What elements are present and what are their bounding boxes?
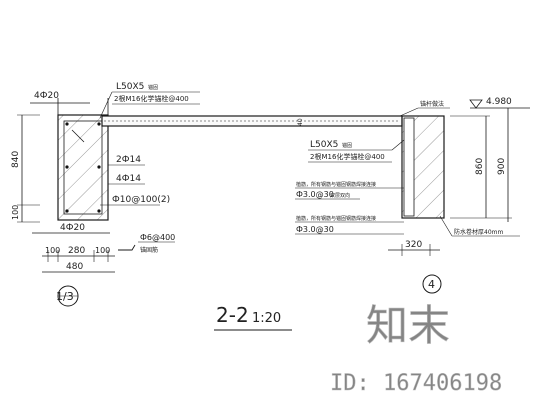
wall-note-1: 植筋，所有钢筋与锚固钢筋焊接连接 — [296, 181, 376, 188]
rebar-dot — [65, 122, 69, 126]
anchor-bolt-label-left: 2根M16化学锚栓@400 — [114, 94, 189, 103]
right-vertical-dims: 860 900 — [450, 108, 512, 222]
detail-ref-label: 1/3 — [56, 290, 74, 303]
tie-rebar: Ф6@400 锚固筋 — [118, 233, 175, 254]
slab-thickness-dim: 40 — [297, 118, 304, 126]
left-top-rebar-label: 4Ф20 — [34, 91, 59, 101]
left-column — [57, 114, 109, 221]
stirrup-hook — [71, 129, 85, 143]
width-dim-100-a: 100 — [45, 246, 60, 255]
angle-steel-label-right: L50X5 — [310, 140, 338, 150]
left-height-dim-840: 840 — [11, 151, 21, 168]
angle-steel-label-left: L50X5 — [116, 82, 144, 92]
callout-right: L50X5 锚固 2根M16化学锚栓@400 — [308, 139, 405, 163]
section-title-scale: 1:20 — [252, 311, 281, 326]
level-marker: 4.980 — [469, 97, 530, 109]
right-bottom-dim: 320 — [388, 240, 440, 256]
wall-note-2: 双层双向 — [330, 192, 350, 199]
right-dim-900: 900 — [497, 158, 507, 175]
watermark-id: ID: 167406198 — [330, 371, 502, 396]
watermark: 知末 ID: 167406198 — [330, 301, 503, 397]
width-dim-280: 280 — [68, 246, 85, 256]
left-top-dim: 4Ф20 — [30, 91, 109, 115]
wall-note-3: 植筋，所有钢筋与锚固钢筋焊接连接 — [296, 215, 376, 222]
left-column-inner — [63, 120, 103, 215]
width-dim-100-b: 100 — [95, 246, 110, 255]
left-bottom-rebar-label: 4Ф20 — [60, 223, 85, 233]
top-slab — [101, 115, 403, 127]
angle-steel-note-right: 锚固 — [342, 142, 352, 149]
left-vertical-dims: 840 100 — [11, 114, 40, 223]
right-wall — [401, 115, 445, 219]
watermark-logo: 知末 — [366, 301, 450, 350]
rebar-dot — [97, 165, 101, 169]
bottom-dim-320: 320 — [405, 240, 422, 250]
wall-notes: 植筋，所有钢筋与锚固钢筋焊接连接 Ф3.0@30 双层双向 植筋，所有钢筋与锚固… — [295, 181, 404, 235]
rebar-dot — [65, 165, 69, 169]
rebar-dot — [65, 209, 69, 213]
wall-rebar-1: Ф3.0@30 — [296, 190, 334, 199]
right-dim-860: 860 — [475, 158, 485, 175]
detail-ref-1-3: 1/3 — [56, 285, 79, 307]
rebar-4-14-label: 4Ф14 — [116, 174, 141, 184]
left-bottom-dims: 4Ф20 100 280 100 480 — [32, 223, 115, 273]
detail-ref-4-label: 4 — [428, 278, 435, 291]
callout-bottom-right: 防水卷材厚40mm — [439, 215, 520, 237]
tie-rebar-label: Ф6@400 — [140, 233, 175, 242]
detail-ref-4: 4 — [422, 274, 442, 294]
level-label: 4.980 — [486, 97, 512, 107]
total-width-480: 480 — [66, 262, 83, 272]
tie-rebar-note: 锚固筋 — [140, 246, 158, 254]
left-column-labels: 2Ф14 4Ф14 Ф10@100(2) — [100, 155, 170, 206]
top-right-note: 锚杆做法 — [420, 100, 444, 108]
stirrup-label: Ф10@100(2) — [112, 195, 170, 205]
angle-steel-note-left: 锚固 — [148, 84, 158, 91]
callout-top-right: 锚杆做法 — [399, 100, 450, 117]
callout-top-left: L50X5 锚固 2根M16化学锚栓@400 — [99, 82, 200, 119]
left-height-dim-100: 100 — [11, 205, 20, 220]
section-title: 2-2 1:20 — [214, 303, 292, 331]
bottom-right-note: 防水卷材厚40mm — [454, 228, 503, 236]
anchor-bolt-label-right: 2根M16化学锚栓@400 — [310, 152, 385, 161]
section-title-main: 2-2 — [216, 303, 249, 327]
wall-rebar-2: Ф3.0@30 — [296, 225, 334, 234]
rebar-dot — [97, 122, 101, 126]
rebar-dot — [97, 209, 101, 213]
rebar-2-14-label: 2Ф14 — [116, 155, 141, 165]
